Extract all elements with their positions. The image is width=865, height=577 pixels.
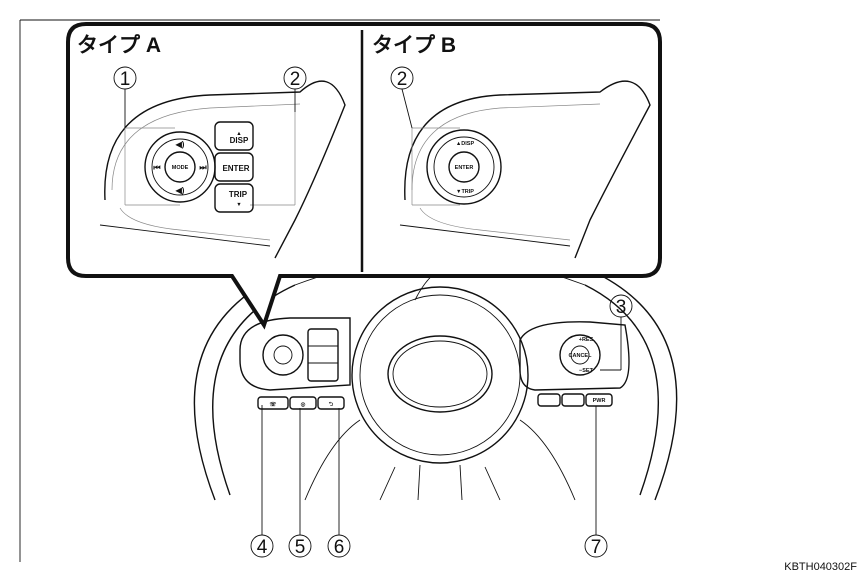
- wheel-hub-outer: [351, 286, 529, 464]
- pwr-switch: [585, 393, 613, 407]
- type-b-disp-label: ▲DISP: [456, 141, 475, 147]
- res-label: +RES: [579, 337, 594, 343]
- svg-text:2: 2: [290, 69, 301, 90]
- left-switch-pad: [262, 334, 304, 376]
- svg-text:☏: ☏: [270, 401, 278, 408]
- back-switch: [317, 396, 345, 410]
- mode-button: [164, 151, 196, 183]
- svg-text:7: 7: [591, 537, 602, 558]
- cruise-control-pad: [559, 334, 601, 376]
- svg-text:5: 5: [295, 537, 306, 558]
- svg-text:6: 6: [334, 537, 345, 558]
- trip-label: TRIP: [229, 190, 248, 199]
- callout-3: 3: [600, 294, 633, 371]
- callout-2a: 2: [283, 66, 307, 112]
- svg-text:1: 1: [120, 69, 131, 90]
- svg-text:3: 3: [616, 297, 627, 318]
- panel-a-title: タイプ A: [77, 34, 161, 57]
- callout-5: 5: [288, 408, 312, 558]
- steering-wheel: ☏ ◎ ⮌ +RES CANCEL −SET PWR: [193, 242, 678, 501]
- svg-text:2: 2: [397, 69, 408, 90]
- type-a-switch: MODE ◀) ◀) ⏮ ⏭ ▲ DISP ENTER TRIP ▼: [99, 80, 346, 259]
- type-b-switch: ENTER ▲DISP ▼TRIP: [399, 80, 651, 259]
- volume-down-icon: ◀): [175, 186, 185, 195]
- voice-switch: [289, 396, 317, 410]
- enter-button: [214, 152, 254, 182]
- callout-1: 1: [113, 66, 137, 128]
- svg-text:▲: ▲: [236, 131, 241, 137]
- seek-back-icon: ⏮: [153, 163, 160, 172]
- mode-label: MODE: [172, 165, 189, 171]
- svg-text:◎: ◎: [301, 402, 307, 408]
- pwr-label: PWR: [593, 398, 606, 404]
- set-label: −SET: [579, 368, 594, 374]
- trip-button: [214, 183, 254, 213]
- type-b-ring: [426, 129, 502, 205]
- wheel-hub-inner: [359, 294, 521, 456]
- disp-label: DISP: [230, 136, 249, 145]
- svg-text:⮌: ⮌: [329, 401, 334, 408]
- callout-panel: [66, 22, 662, 330]
- enter-label: ENTER: [222, 164, 249, 173]
- phone-switch: [257, 396, 289, 410]
- type-b-enter-label: ENTER: [455, 165, 474, 171]
- disp-button: [214, 121, 254, 151]
- callout-7: 7: [584, 406, 608, 558]
- left-switch-stack: [307, 328, 339, 382]
- emblem: [387, 335, 493, 413]
- svg-text:▼: ▼: [236, 202, 241, 208]
- callout-4: 4: [250, 405, 274, 558]
- panel-b-title: タイプ B: [372, 34, 456, 57]
- volume-up-icon: ◀): [175, 140, 185, 149]
- cancel-label: CANCEL: [569, 353, 593, 359]
- figure-code: KBTH040302F: [784, 561, 857, 573]
- type-b-enter-button: [448, 151, 480, 183]
- callout-6: 6: [327, 408, 351, 558]
- callout-2b: 2: [390, 66, 414, 129]
- svg-text:4: 4: [257, 537, 268, 558]
- seek-forward-icon: ⏭: [199, 163, 207, 172]
- type-b-trip-label: ▼TRIP: [456, 189, 474, 195]
